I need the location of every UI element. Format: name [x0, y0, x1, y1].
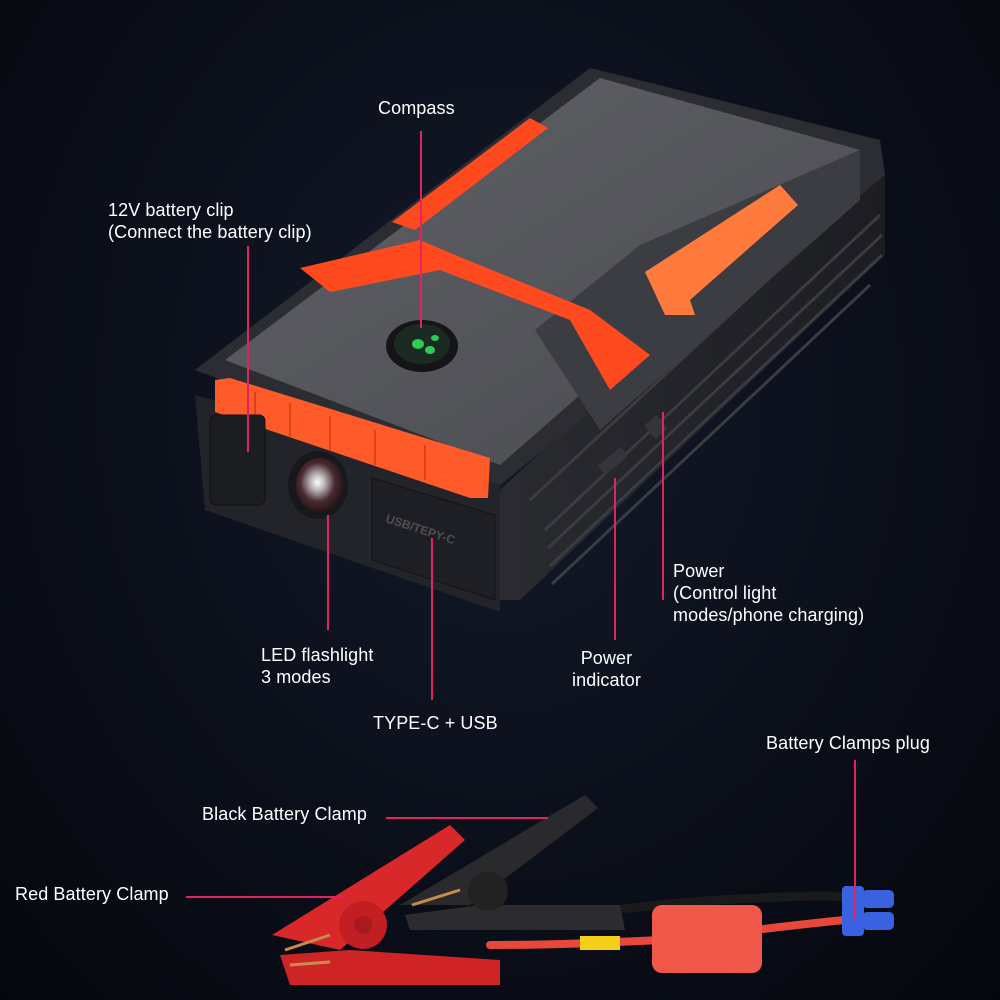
power-indicator: [598, 447, 628, 475]
callout-black-clamp-line: Black Battery Clamp: [202, 804, 367, 824]
callout-power-desc-1: (Control light: [673, 583, 777, 603]
callout-black-clamp: Black Battery Clamp: [202, 803, 367, 825]
callout-power-indicator: Power indicator: [572, 647, 641, 691]
callout-power-indicator-line-1: Power: [580, 648, 633, 668]
callout-red-clamp: Red Battery Clamp: [15, 883, 169, 905]
callout-led-title: LED flashlight: [261, 645, 374, 665]
callout-power-indicator-line-2: indicator: [572, 670, 641, 690]
callout-power-desc-2: modes/phone charging): [673, 605, 865, 625]
clamps-plug: [842, 886, 894, 936]
battery-clip-socket: [209, 414, 266, 506]
fuse-label: [580, 936, 620, 950]
callout-led-flashlight: LED flashlight 3 modes: [261, 644, 373, 688]
callout-compass-line: Compass: [378, 98, 455, 118]
leader-lines: [186, 131, 856, 920]
led-flashlight: [288, 451, 348, 519]
callout-compass: Compass: [378, 97, 455, 119]
callout-red-clamp-line: Red Battery Clamp: [15, 884, 169, 904]
jump-starter-body: USB/TEPY-C: [195, 68, 885, 612]
callout-power: Power (Control light modes/phone chargin…: [673, 560, 864, 626]
callout-clamps-plug: Battery Clamps plug: [766, 732, 930, 754]
callout-battery-clip-desc: (Connect the battery clip): [108, 222, 312, 242]
callout-ports-line: TYPE-C + USB: [373, 713, 498, 733]
cable-sleeve: [652, 905, 762, 973]
callout-battery-clip-title: 12V battery clip: [108, 200, 234, 220]
battery-clamp-cable: [486, 886, 894, 973]
callout-battery-clip: 12V battery clip (Connect the battery cl…: [108, 199, 312, 243]
compass-icon: [386, 320, 458, 372]
power-button: [644, 415, 668, 439]
callout-clamps-plug-line: Battery Clamps plug: [766, 733, 930, 753]
callout-led-desc: 3 modes: [261, 667, 331, 687]
black-battery-clamp: [400, 795, 625, 930]
usb-typec-port-cover: USB/TEPY-C: [371, 477, 496, 601]
callout-power-title: Power: [673, 561, 725, 581]
callout-ports: TYPE-C + USB: [373, 712, 498, 734]
red-battery-clamp: [272, 825, 500, 985]
